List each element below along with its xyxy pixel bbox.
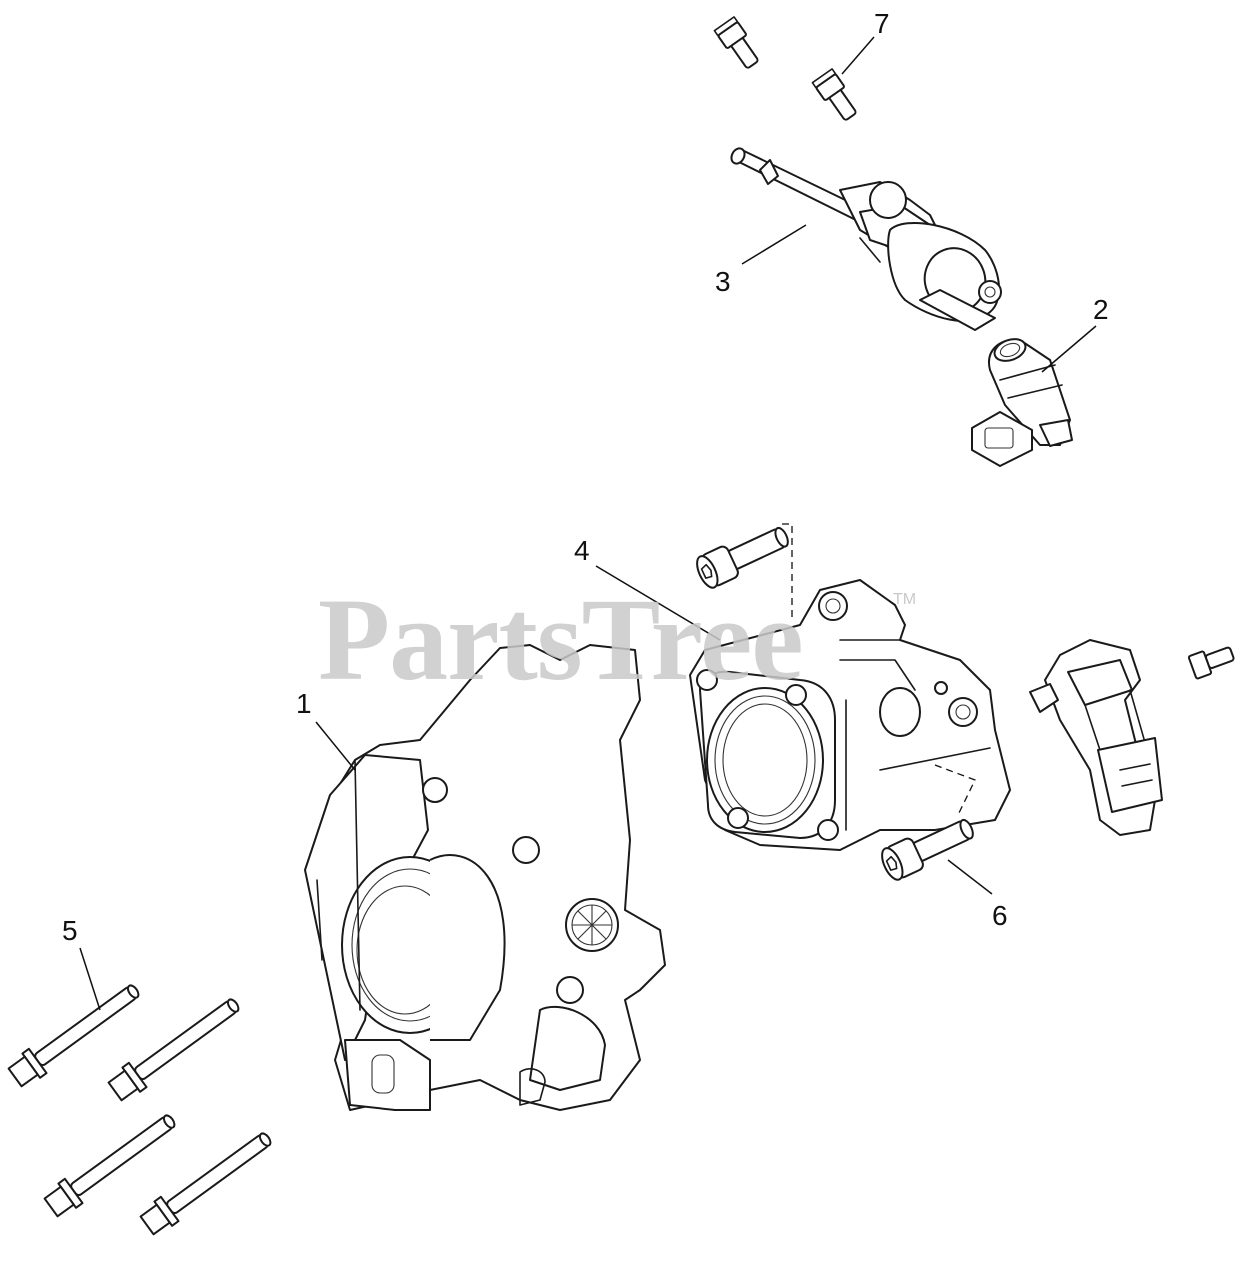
socket-cap-screw-icon[interactable] <box>693 520 793 591</box>
flange-bolt-icon[interactable] <box>1187 642 1236 680</box>
long-flange-bolt-icon[interactable] <box>42 1107 181 1219</box>
long-flange-bolt-icon[interactable] <box>138 1125 277 1237</box>
leader-lines <box>79 36 1097 1011</box>
callout-7[interactable]: 7 <box>874 8 890 39</box>
callout-6[interactable]: 6 <box>992 900 1008 931</box>
callout-2[interactable]: 2 <box>1093 294 1109 325</box>
callout-1[interactable]: 1 <box>296 688 312 719</box>
callout-4[interactable]: 4 <box>574 535 590 566</box>
fuel-injector-icon[interactable] <box>971 335 1073 467</box>
trademark-mark: TM <box>893 591 917 608</box>
intake-adapter-icon[interactable] <box>689 579 1011 851</box>
watermark: PartsTree <box>318 574 804 705</box>
callout-5[interactable]: 5 <box>62 915 78 946</box>
callout-3[interactable]: 3 <box>715 266 731 297</box>
map-sensor-icon[interactable] <box>1029 639 1163 836</box>
throttle-body-icon[interactable] <box>304 644 666 1111</box>
fuel-rail-icon[interactable] <box>729 146 1002 331</box>
long-flange-bolt-icon[interactable] <box>6 977 145 1089</box>
flange-bolt-icon[interactable] <box>811 68 860 124</box>
long-flange-bolt-icon[interactable] <box>106 991 245 1103</box>
socket-cap-screw-icon[interactable] <box>878 812 978 883</box>
flange-bolt-icon[interactable] <box>713 16 762 72</box>
